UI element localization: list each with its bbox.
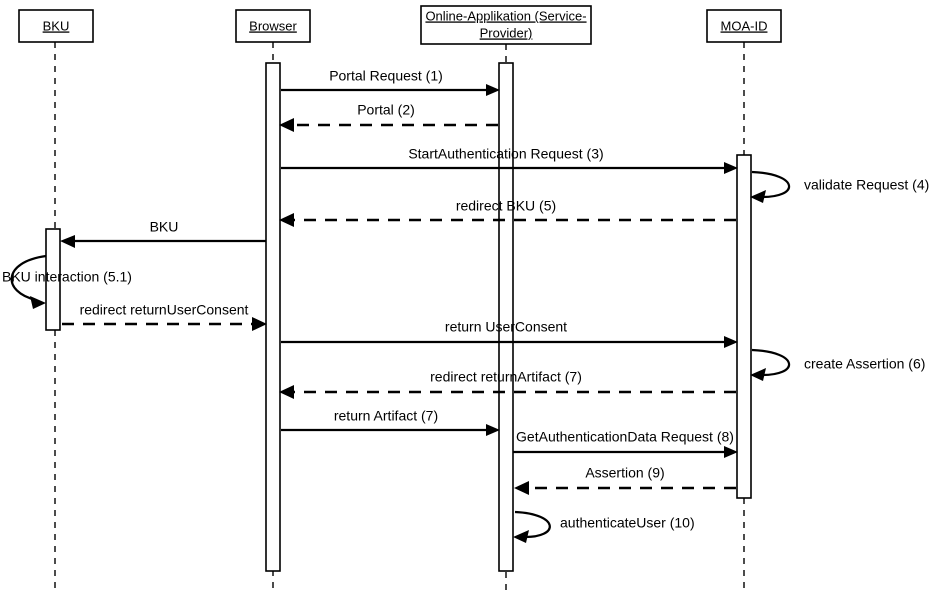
arrow-head-left <box>60 235 75 248</box>
message-create-assertion: create Assertion (6) <box>750 348 925 381</box>
lifeline-header-bku[interactable]: BKU <box>18 9 94 43</box>
message-label-return-artifact: return Artifact (7) <box>334 408 438 424</box>
activation-bars-group <box>45 62 752 572</box>
arrow-head-right <box>30 296 46 309</box>
lifeline-headers-group: BKU Browser Online-Applikation (Service-… <box>18 5 782 45</box>
message-label-redirect-returnuserconsent: redirect returnUserConsent <box>80 302 249 318</box>
message-label-bku-interaction: BKU interaction (5.1) <box>2 269 132 285</box>
message-redirect-returnartifact: redirect returnArtifact (7) <box>279 369 736 399</box>
arrow-head-left <box>513 530 529 543</box>
self-loop-path <box>751 348 791 377</box>
message-getauthenticationdata-request: GetAuthenticationData Request (8) <box>513 429 738 458</box>
message-label-getauthenticationdata-request: GetAuthenticationData Request (8) <box>516 429 734 445</box>
header-box-online-applikation <box>420 5 592 45</box>
self-loop-path <box>10 254 47 302</box>
self-loop-path <box>751 170 791 199</box>
lifeline-title-moa-id: MOA-ID <box>721 18 768 33</box>
arrow-head-left <box>750 190 766 203</box>
arrow-head-right <box>724 446 738 458</box>
lifeline-header-moa-id[interactable]: MOA-ID <box>706 9 782 43</box>
activation-bar-online-applikation <box>498 62 514 572</box>
message-label-startauthentication-request: StartAuthentication Request (3) <box>408 146 603 162</box>
arrow-head-left <box>279 385 294 399</box>
arrow-head-left <box>750 368 766 381</box>
arrow-head-left <box>279 213 294 227</box>
message-label-return-userconsent: return UserConsent <box>445 319 567 335</box>
message-label-redirect-returnartifact: redirect returnArtifact (7) <box>430 369 582 385</box>
message-return-artifact: return Artifact (7) <box>281 408 500 436</box>
lifeline-title-browser: Browser <box>249 18 297 33</box>
message-assertion: Assertion (9) <box>514 465 736 495</box>
message-authenticateuser: authenticateUser (10) <box>513 510 695 543</box>
message-label-redirect-bku: redirect BKU (5) <box>456 198 556 214</box>
self-loop-path <box>514 510 551 539</box>
message-return-userconsent: return UserConsent <box>281 319 738 348</box>
message-redirect-bku: redirect BKU (5) <box>279 198 736 227</box>
activation-bar-moa-id <box>736 154 752 499</box>
message-startauthentication-request: StartAuthentication Request (3) <box>281 146 738 174</box>
arrow-head-right <box>724 336 738 348</box>
message-redirect-returnuserconsent: redirect returnUserConsent <box>62 302 267 331</box>
header-box-moa-id <box>706 9 782 43</box>
message-bku: BKU <box>60 219 266 248</box>
header-box-browser <box>235 9 311 43</box>
arrow-head-right <box>486 424 500 436</box>
message-validate-request: validate Request (4) <box>750 170 929 203</box>
activation-bar-browser <box>265 62 281 572</box>
message-portal: Portal (2) <box>279 102 498 132</box>
message-label-bku: BKU <box>150 219 179 235</box>
message-portal-request: Portal Request (1) <box>281 68 500 96</box>
activation-bar-bku <box>45 228 61 331</box>
lifeline-title-online-applikation-line1: Online-Applikation (Service- <box>425 8 586 23</box>
arrow-head-right <box>252 317 267 331</box>
arrow-head-left <box>514 481 529 495</box>
message-bku-interaction: BKU interaction (5.1) <box>2 254 132 309</box>
message-label-authenticateuser: authenticateUser (10) <box>560 515 695 531</box>
lifeline-title-bku: BKU <box>43 18 70 33</box>
header-box-bku <box>18 9 94 43</box>
message-label-validate-request: validate Request (4) <box>804 177 929 193</box>
arrow-head-left <box>279 118 294 132</box>
message-label-assertion: Assertion (9) <box>585 465 664 481</box>
lifeline-header-browser[interactable]: Browser <box>235 9 311 43</box>
message-label-create-assertion: create Assertion (6) <box>804 356 925 372</box>
message-label-portal: Portal (2) <box>357 102 415 118</box>
arrow-head-right <box>724 162 738 174</box>
lifeline-title-online-applikation-line2: Provider) <box>480 25 533 40</box>
message-label-portal-request: Portal Request (1) <box>329 68 443 84</box>
lifeline-header-online-applikation[interactable]: Online-Applikation (Service- Provider) <box>420 5 592 45</box>
arrow-head-right <box>486 84 500 96</box>
